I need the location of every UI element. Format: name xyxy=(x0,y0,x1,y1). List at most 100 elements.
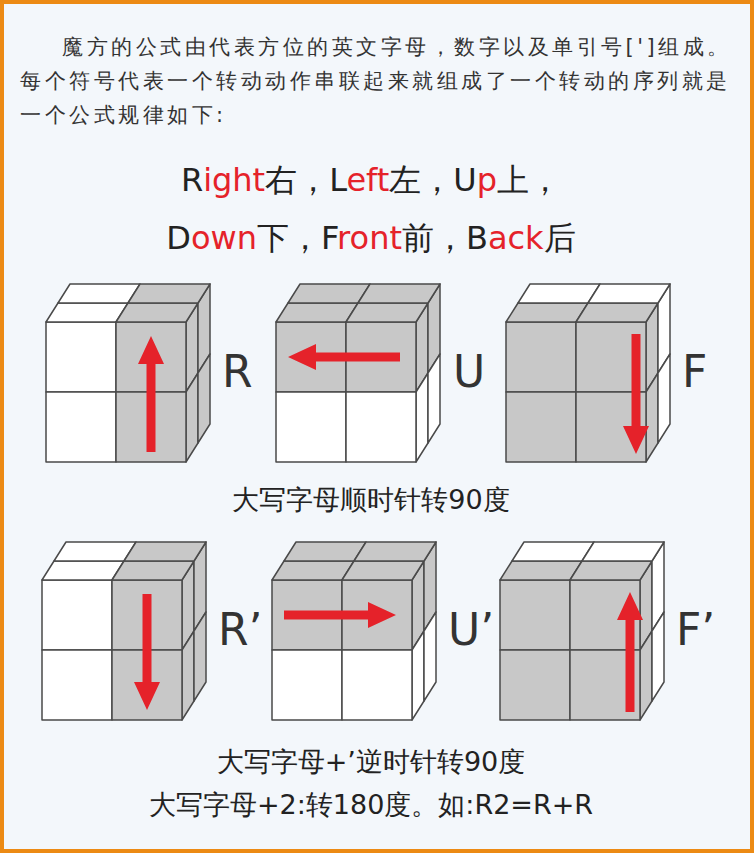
text-run: 左，U xyxy=(389,161,476,199)
cube-face-cell xyxy=(506,303,588,322)
cube-face-cell xyxy=(284,542,366,561)
cube-face-cell xyxy=(276,392,346,462)
cube-face-cell xyxy=(198,354,210,443)
cube-face-cell xyxy=(194,612,206,701)
turn-arrow xyxy=(623,334,649,454)
cube-figure xyxy=(500,542,664,720)
text-holder: U xyxy=(453,347,513,397)
intro-paragraph: 魔方的公式由代表方位的英文字母，数字以及单引号[']组成。 每个符号代表一个转动… xyxy=(20,30,748,132)
move-label: U’ xyxy=(448,605,518,655)
cube-face-cell xyxy=(272,561,354,580)
cube-face-cell xyxy=(346,392,416,462)
text-holder: 魔方的公式由代表方位的英文字母，数字以及单引号[']组成。 每个符号代表一个转动… xyxy=(20,30,748,132)
cube-face-cell xyxy=(506,322,576,392)
text-holder: 大写字母顺时针转90度 xyxy=(0,483,748,517)
text-holder: 大写字母+’逆时针转90度 xyxy=(0,745,748,779)
cube-face-cell xyxy=(116,303,198,322)
text-holder: R xyxy=(222,347,282,397)
move-label: R’ xyxy=(218,605,288,655)
cube-figure xyxy=(272,542,436,720)
cube-face-cell xyxy=(588,284,670,303)
cube-figure xyxy=(276,284,440,462)
text-run: eft xyxy=(346,161,389,199)
cube-face-cell xyxy=(42,561,124,580)
cube-face-cell xyxy=(582,542,664,561)
cube-face-cell xyxy=(42,580,112,650)
cube-face-cell xyxy=(42,650,112,720)
move-label: F’ xyxy=(676,605,746,655)
cube-face-cell xyxy=(358,284,440,303)
cube-face-cell xyxy=(506,392,576,462)
cube-face-cell xyxy=(276,303,358,322)
cube-face-cell xyxy=(416,373,428,462)
cube-face-cell xyxy=(412,631,424,720)
cube-face-cell xyxy=(428,354,440,443)
text-holder: 大写字母+2:转180度。如:R2=R+R xyxy=(0,788,748,822)
cube-face-cell xyxy=(288,284,370,303)
cube-face-cell xyxy=(424,612,436,701)
notation-line: Down下，Front前，Back后 xyxy=(0,216,748,260)
cube-face-cell xyxy=(272,650,342,720)
caption-text: 大写字母+2:转180度。如:R2=R+R xyxy=(0,788,748,822)
move-label: U xyxy=(453,347,513,397)
text-run: 前，B xyxy=(402,219,488,257)
text-holder: Right右，Left左，Up上， xyxy=(0,158,748,202)
caption-text: 大写字母顺时针转90度 xyxy=(0,483,748,517)
caption-text: 大写字母+’逆时针转90度 xyxy=(0,745,748,779)
cube-face-cell xyxy=(54,542,136,561)
cube-face-cell xyxy=(58,284,140,303)
text-run: ront xyxy=(337,219,402,257)
move-label: F xyxy=(682,347,742,397)
text-run: ack xyxy=(488,219,544,257)
cube-face-cell xyxy=(570,561,652,580)
cube-face-cell xyxy=(500,580,570,650)
move-label: R xyxy=(222,347,282,397)
notation-line: Right右，Left左，Up上， xyxy=(0,158,748,202)
text-holder: F xyxy=(682,347,742,397)
text-run: own xyxy=(191,219,257,257)
text-run: ight xyxy=(203,161,265,199)
cube-face-cell xyxy=(186,373,198,462)
cube-face-cell xyxy=(354,542,436,561)
text-holder: F’ xyxy=(676,605,746,655)
text-run: 后 xyxy=(544,219,576,257)
text-run: R xyxy=(181,161,203,199)
text-holder: R’ xyxy=(218,605,288,655)
cube-face-cell xyxy=(646,373,658,462)
turn-arrow xyxy=(134,594,160,710)
cube-face-cell xyxy=(112,561,194,580)
cube-face-cell xyxy=(346,303,428,322)
cube-figure xyxy=(42,542,206,720)
text-run: D xyxy=(166,219,191,257)
cube-face-cell xyxy=(182,631,194,720)
cube-face-cell xyxy=(342,650,412,720)
cube-face-cell xyxy=(500,561,582,580)
cube-face-cell xyxy=(512,542,594,561)
text-run: 下，F xyxy=(257,219,337,257)
turn-arrow xyxy=(617,592,643,712)
text-run: 上， xyxy=(497,161,561,199)
text-holder: Down下，Front前，Back后 xyxy=(0,216,748,260)
cube-face-cell xyxy=(640,631,652,720)
cube-face-cell xyxy=(576,303,658,322)
turn-arrow xyxy=(138,336,164,452)
cube-face-cell xyxy=(124,542,206,561)
cube-figure xyxy=(506,284,670,462)
text-holder: U’ xyxy=(448,605,518,655)
cube-face-cell xyxy=(46,322,116,392)
cube-face-cell xyxy=(342,561,424,580)
cube-face-cell xyxy=(652,612,664,701)
cube-face-cell xyxy=(500,650,570,720)
text-run: p xyxy=(477,161,497,199)
cube-face-cell xyxy=(46,392,116,462)
cube-face-cell xyxy=(128,284,210,303)
cube-figure xyxy=(46,284,210,462)
text-run: 右，L xyxy=(265,161,346,199)
cube-face-cell xyxy=(518,284,600,303)
turn-arrow xyxy=(288,344,400,370)
cube-face-cell xyxy=(658,354,670,443)
cube-face-cell xyxy=(46,303,128,322)
turn-arrow xyxy=(284,602,396,628)
